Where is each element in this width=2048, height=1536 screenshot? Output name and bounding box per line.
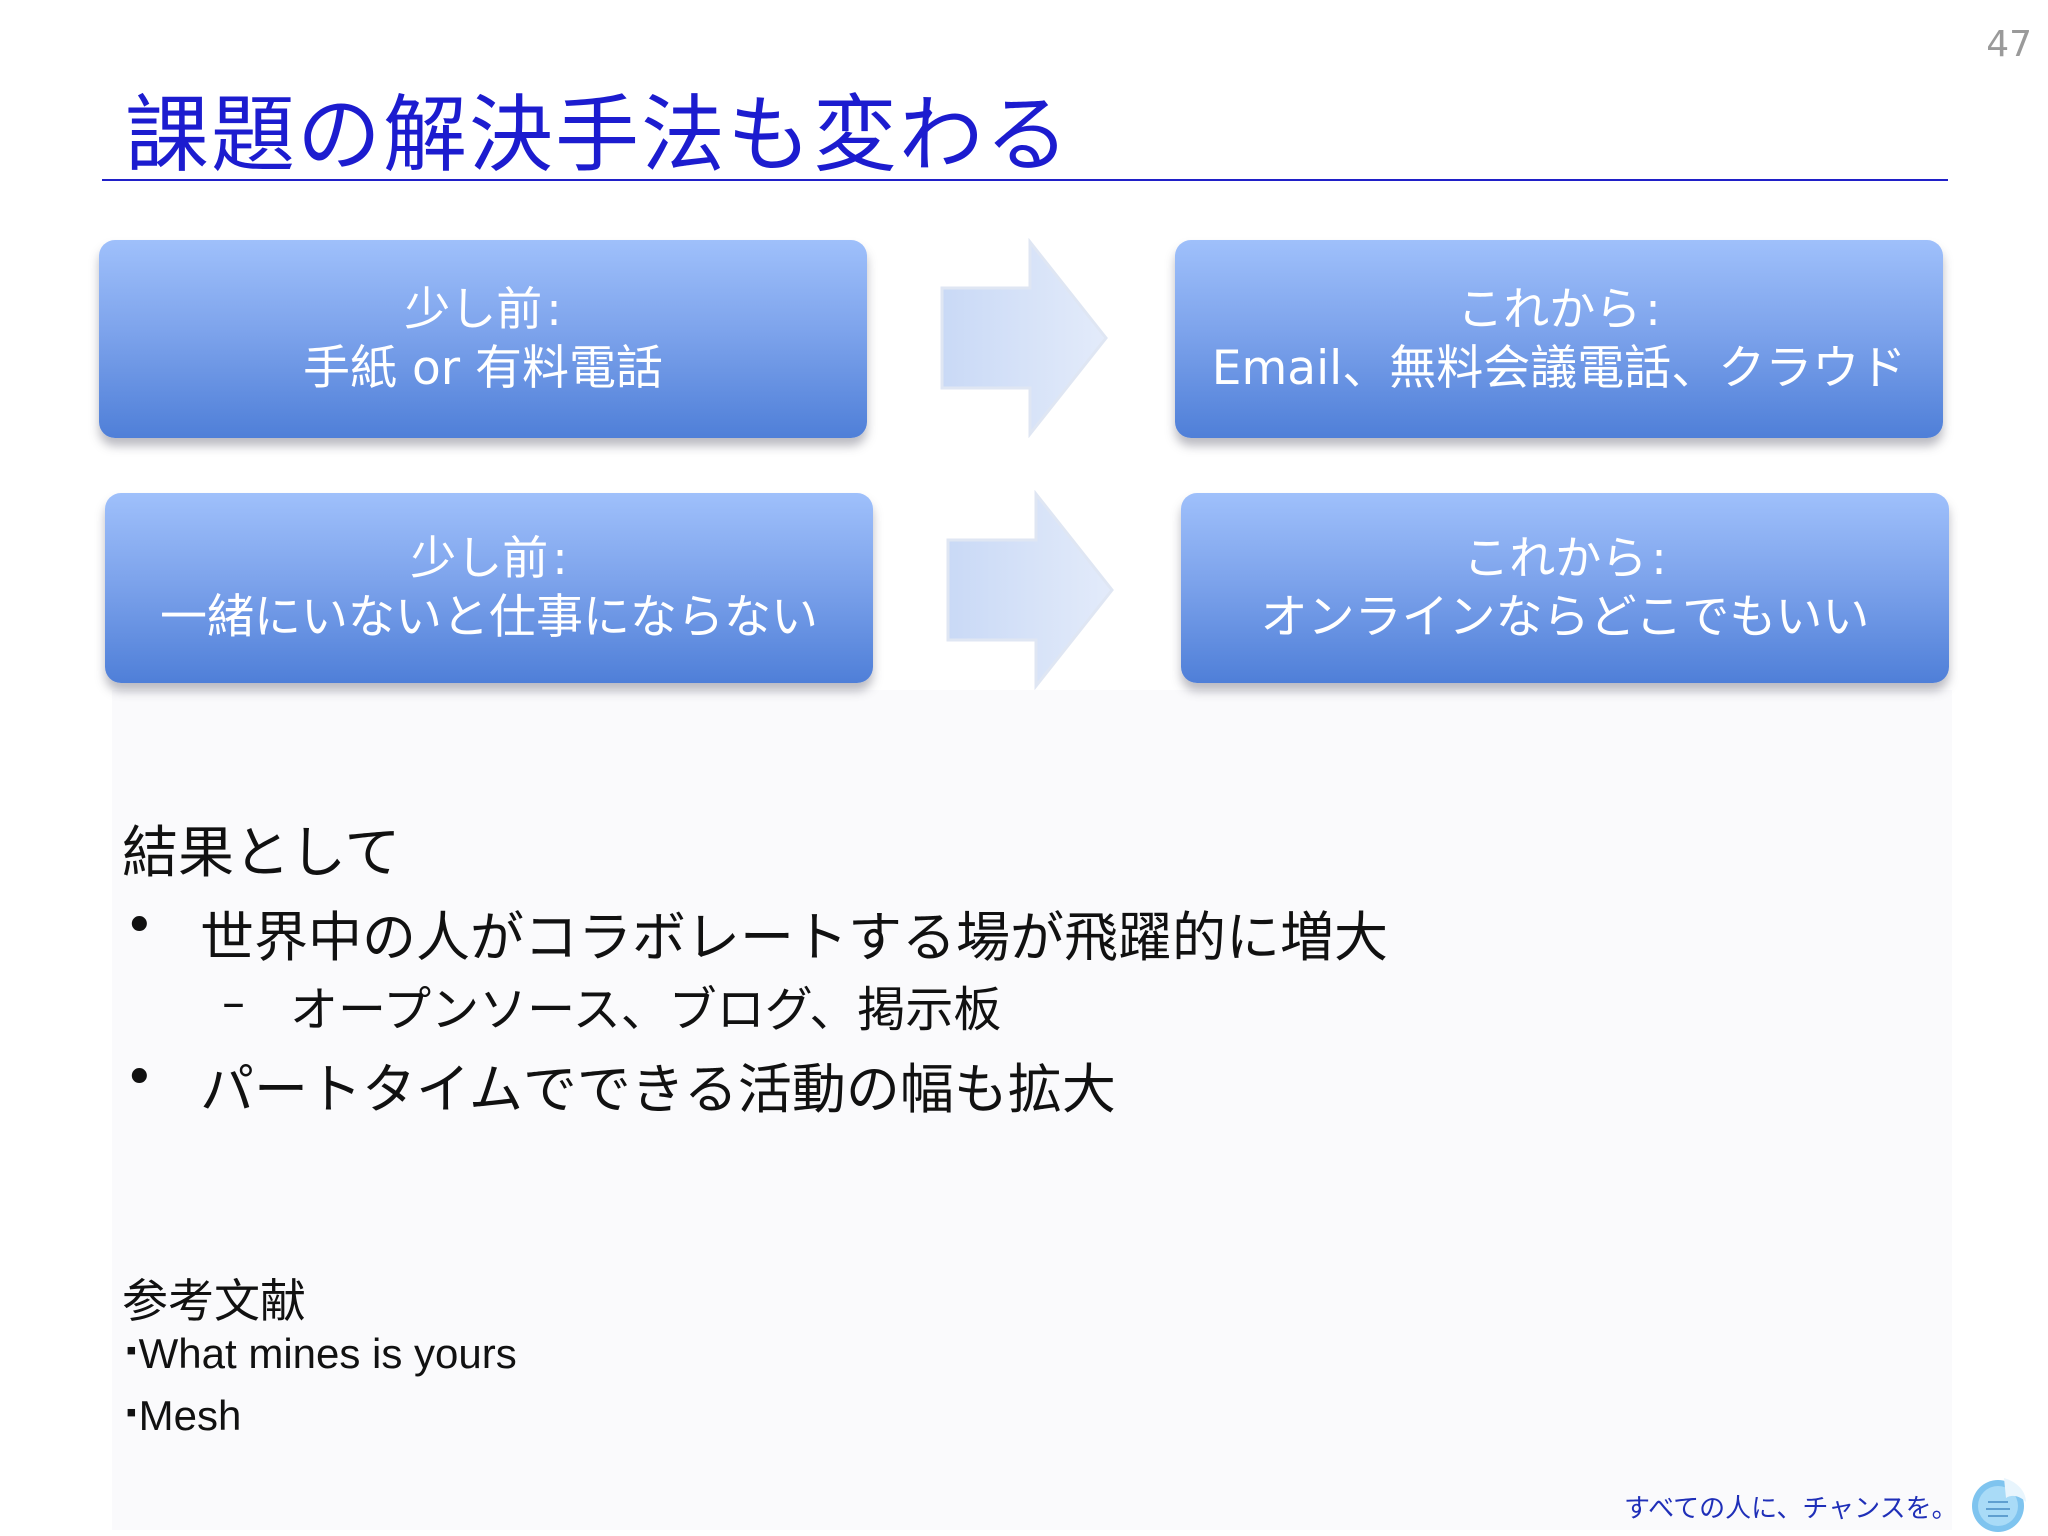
- reference-item-1: ▪What mines is yours: [126, 1330, 517, 1377]
- before-box-1: 少し前 手紙 or 有料電話: [99, 240, 867, 438]
- before-text-1: 手紙 or 有料電話: [303, 341, 663, 396]
- after-label-2: これから: [1463, 528, 1667, 588]
- after-box-1: これから Email、無料会議電話、クラウド: [1175, 240, 1943, 438]
- reference-text-2: Mesh: [138, 1392, 242, 1439]
- references-heading: 参考文献: [122, 1274, 306, 1328]
- dove-logo-icon: [1972, 1478, 2026, 1532]
- right-arrow-icon: [940, 238, 1108, 438]
- bullet-dot: •: [124, 896, 155, 956]
- after-box-2: これから オンラインならどこでもいい: [1181, 493, 1949, 683]
- page-number: 47: [1986, 24, 2032, 65]
- bullet-item-2: パートタイムでできる活動の幅も拡大: [200, 1058, 1116, 1121]
- before-label-1: 少し前: [404, 279, 562, 339]
- content-background: [112, 690, 1952, 1530]
- before-label-2: 少し前: [410, 528, 568, 588]
- footer-tagline: すべての人に、チャンスを。: [1624, 1494, 1958, 1524]
- title-underline: [102, 179, 1948, 181]
- after-text-2: オンラインならどこでもいい: [1260, 590, 1870, 645]
- slide-title: 課題の解決手法も変わる: [125, 86, 1072, 184]
- result-heading: 結果として: [122, 821, 401, 886]
- before-text-2: 一緒にいないと仕事にならない: [160, 590, 818, 645]
- sub-bullet-dash: –: [222, 975, 245, 1029]
- reference-item-2: ▪Mesh: [126, 1392, 242, 1439]
- sub-bullet-item: オープンソース、ブログ、掲示板: [290, 982, 1002, 1038]
- before-box-2: 少し前 一緒にいないと仕事にならない: [105, 493, 873, 683]
- bullet-dot: •: [124, 1048, 155, 1108]
- bullet-item-1: 世界中の人がコラボレートする場が飛躍的に増大: [200, 906, 1388, 969]
- after-text-1: Email、無料会議電話、クラウド: [1211, 341, 1907, 396]
- after-label-1: これから: [1457, 279, 1661, 339]
- reference-text-1: What mines is yours: [138, 1330, 517, 1377]
- right-arrow-icon: [946, 490, 1114, 690]
